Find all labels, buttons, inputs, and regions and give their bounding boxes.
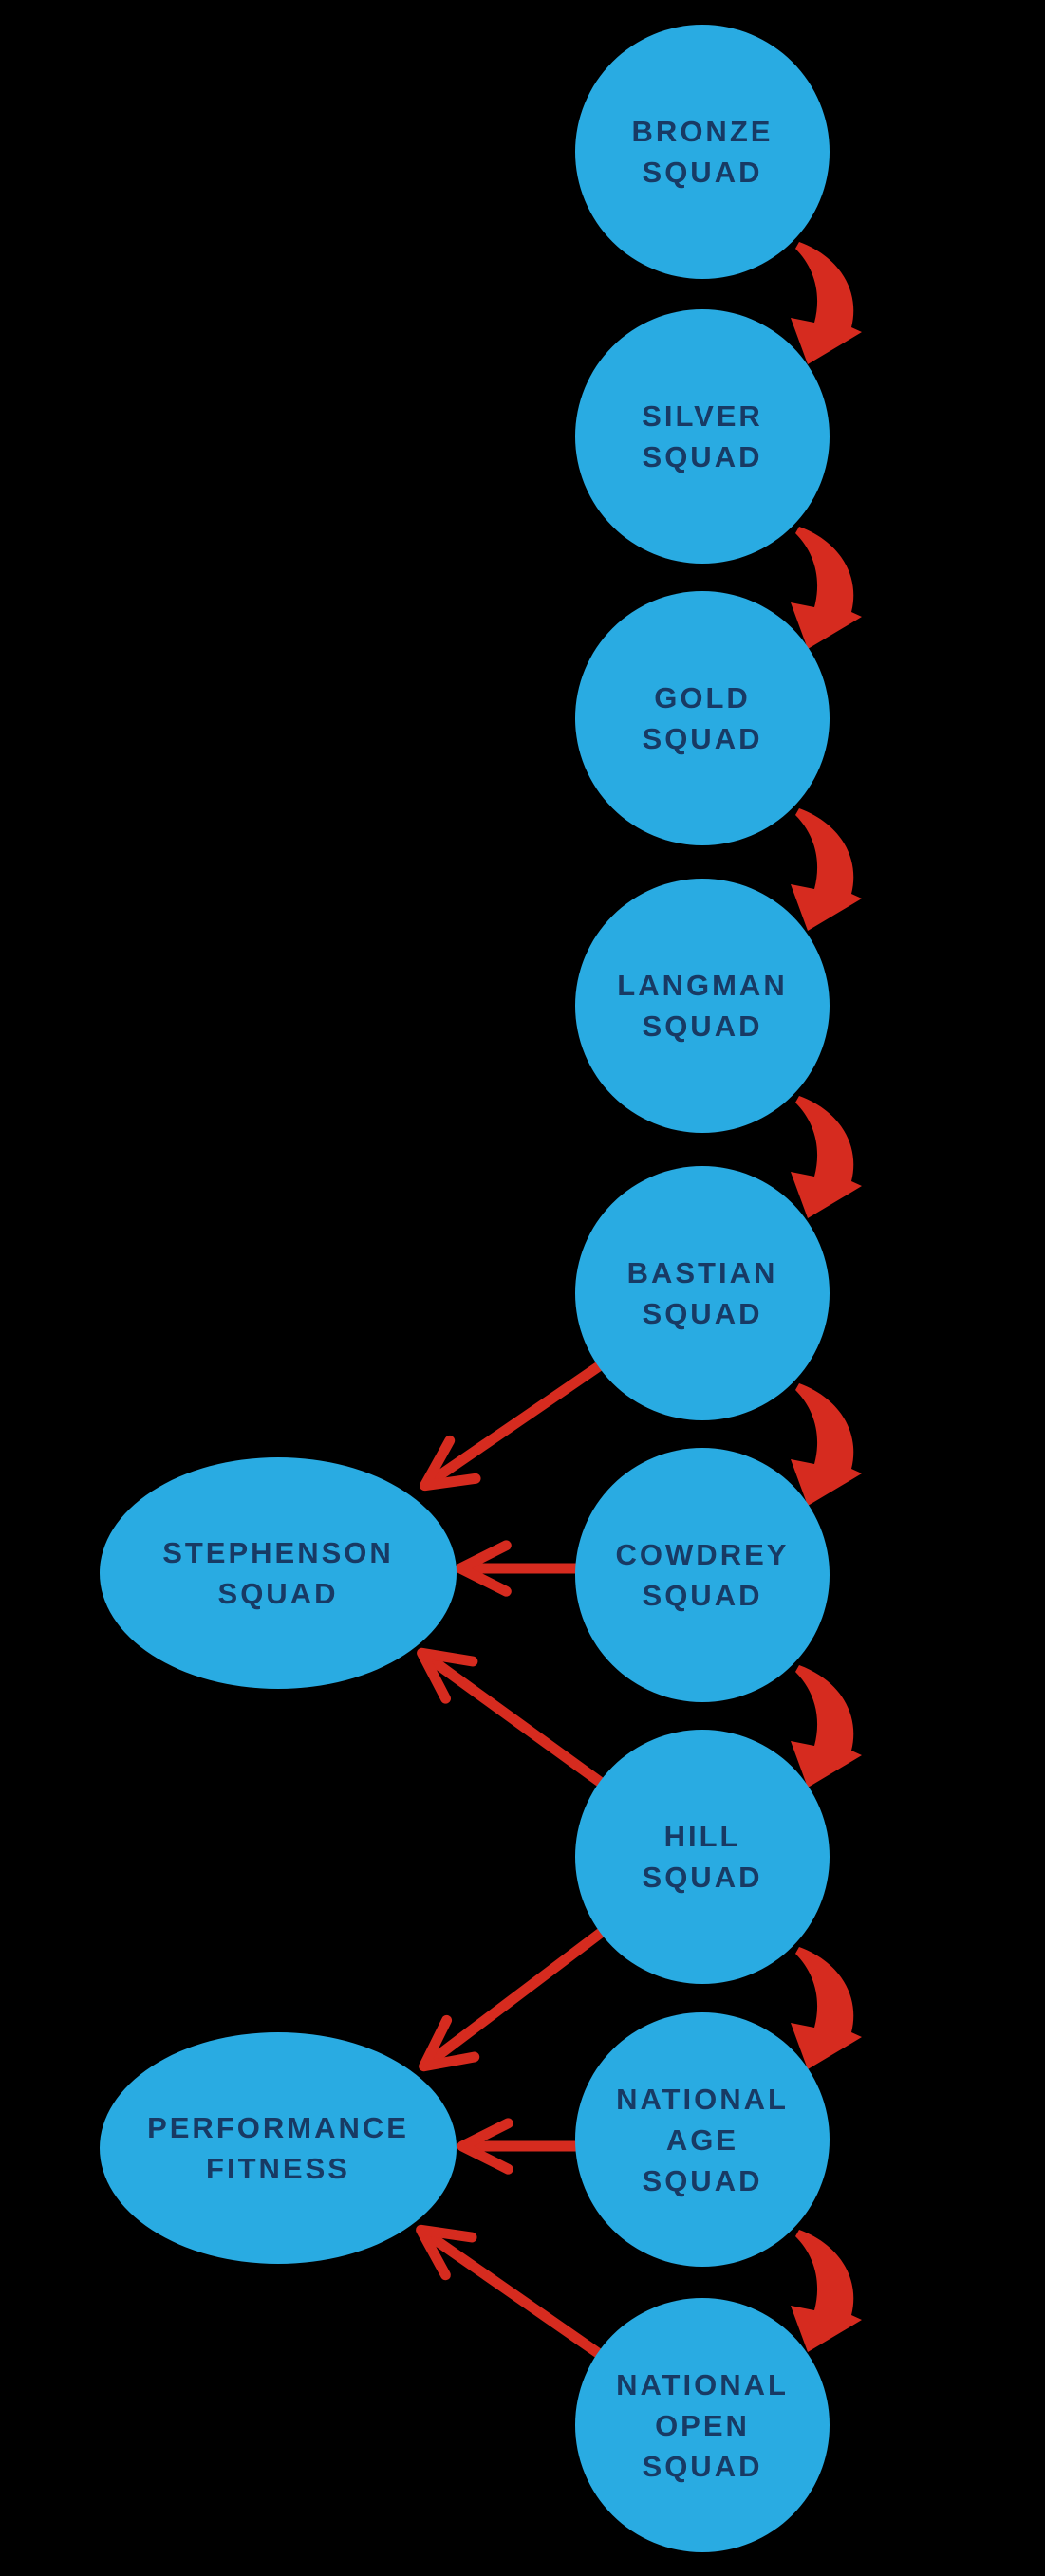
node-bronze-squad: BRONZE SQUAD: [575, 25, 830, 279]
node-label-line: SQUAD: [642, 156, 763, 189]
arrow-bronze-to-silver: [791, 242, 862, 364]
node-label-line: NATIONAL: [616, 2367, 789, 2401]
node-label-line: FITNESS: [206, 2152, 350, 2185]
node-silver-squad: SILVER SQUAD: [575, 309, 830, 564]
arrow-hill-to-stephenson: [417, 1647, 606, 1788]
node-label-line: COWDREY: [615, 1538, 790, 1571]
node-stephenson-squad: STEPHENSON SQUAD: [100, 1457, 457, 1689]
node-label-line: GOLD: [654, 681, 751, 714]
node-label-line: SQUAD: [642, 722, 763, 755]
node-label-line: SQUAD: [642, 2449, 763, 2483]
arrow-cowdrey-to-hill: [791, 1665, 862, 1788]
node-langman-squad: LANGMAN SQUAD: [575, 879, 830, 1133]
node-cowdrey-squad: COWDREY SQUAD: [575, 1448, 830, 1702]
arrow-langman-to-bastian: [791, 1096, 862, 1218]
node-label-line: SQUAD: [642, 1861, 763, 1894]
arrow-bastian-to-stephenson: [420, 1361, 605, 1492]
node-label-line: SQUAD: [642, 1579, 763, 1612]
node-national-open-squad: NATIONAL OPEN SQUAD: [575, 2298, 830, 2552]
node-label-line: BRONZE: [631, 115, 774, 148]
node-label-line: LANGMAN: [617, 969, 788, 1002]
arrow-gold-to-langman: [791, 808, 862, 931]
node-label-line: SILVER: [642, 399, 763, 433]
node-label-line: SQUAD: [217, 1577, 339, 1610]
node-label-line: STEPHENSON: [162, 1536, 394, 1569]
node-label-line: PERFORMANCE: [147, 2111, 409, 2144]
arrow-bastian-to-cowdrey: [791, 1383, 862, 1506]
arrow-hill-to-national-age: [791, 1947, 862, 2069]
node-label-line: SQUAD: [642, 440, 763, 473]
node-label-line: OPEN: [655, 2408, 750, 2442]
node-label-line: BASTIAN: [626, 1256, 778, 1289]
node-bastian-squad: BASTIAN SQUAD: [575, 1166, 830, 1420]
node-label-line: AGE: [665, 2122, 739, 2157]
node-label-line: SQUAD: [642, 1297, 763, 1330]
node-label-line: HILL: [663, 1820, 741, 1853]
node-national-age-squad: NATIONAL AGE SQUAD: [575, 2012, 830, 2267]
arrow-hill-to-performance-fitness: [419, 1927, 606, 2072]
arrow-national-age-to-national-open: [791, 2230, 862, 2352]
node-gold-squad: GOLD SQUAD: [575, 591, 830, 845]
node-performance-fitness: PERFORMANCE FITNESS: [100, 2032, 457, 2264]
node-label-line: SQUAD: [642, 1010, 763, 1043]
node-label-line: NATIONAL: [616, 2082, 789, 2116]
arrow-silver-to-gold: [791, 527, 862, 649]
arrow-national-open-to-performance-fitness: [416, 2224, 604, 2359]
node-hill-squad: HILL SQUAD: [575, 1730, 830, 1984]
node-label-line: SQUAD: [642, 2163, 763, 2197]
